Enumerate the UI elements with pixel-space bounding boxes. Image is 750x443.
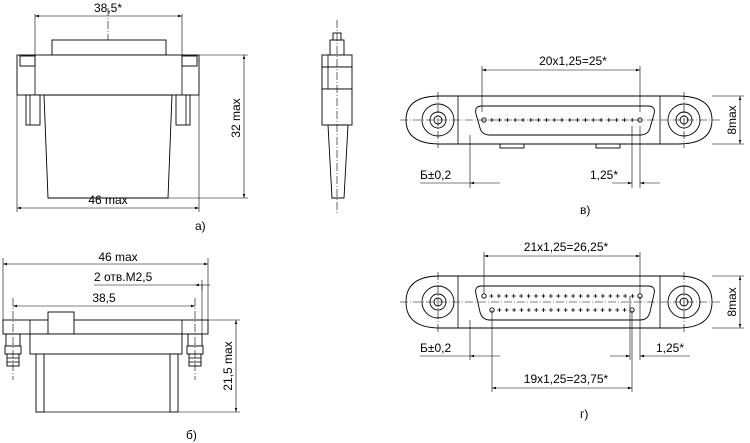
view-a-latch-left: [25, 94, 41, 126]
view-a-shell: [43, 94, 173, 199]
view-g-top-pin: [578, 294, 583, 298]
view-g-top-pin: [519, 294, 524, 298]
view-v-pin: [630, 118, 635, 122]
view-a-flange: [16, 54, 200, 96]
view-g-pin-pitch-label: 1,25*: [656, 341, 684, 355]
view-g-top-pin: [600, 294, 605, 298]
view-b-height-label: 21,5 max: [221, 341, 235, 390]
view-g-contact-field: [475, 285, 655, 321]
view-g-bottom-pin: [571, 308, 576, 312]
view-g-top-pin: [511, 294, 516, 298]
view-g-bottom-pin: [504, 308, 509, 312]
view-a-front: 38,5* 46 max 32 max а): [16, 1, 248, 233]
view-g-top-pin: [615, 294, 620, 298]
view-g-height-label: 8max: [725, 287, 739, 316]
view-a-width-label: 38,5*: [94, 1, 122, 15]
view-g-top-pin: [481, 293, 487, 299]
view-v-pin: [513, 118, 518, 122]
view-g-top-pin: [541, 294, 546, 298]
view-v-face: 20x1,25=25* Б±0,2 1,25* 8max в): [400, 54, 744, 217]
view-a-latch-right: [175, 94, 191, 126]
view-g-top-pin: [556, 294, 561, 298]
view-g-pin-row-bottom: [489, 307, 635, 313]
view-g-bottom-pin: [622, 308, 627, 312]
view-g-bottom-pin: [615, 308, 620, 312]
view-b-top: 46 max 2 отв.М2,5 38,5 21,5 max б): [2, 250, 240, 442]
view-g-bottom-pin: [563, 308, 568, 312]
view-b-flange: [2, 319, 209, 335]
view-g-top-pin: [593, 294, 598, 298]
view-g-tolerance-label: Б±0,2: [420, 341, 451, 355]
view-g-bottom-pin: [519, 308, 524, 312]
view-g-top-pin: [623, 294, 628, 298]
view-a-plug-top: [51, 39, 167, 56]
view-g-top-pin: [586, 294, 590, 298]
view-g-bottom-pin: [600, 308, 605, 312]
view-g-bottom-pin: [578, 308, 583, 312]
view-g-bottom-pin: [526, 308, 531, 312]
view-g-top-pin: [534, 294, 538, 298]
view-g-bottom-pin: [497, 308, 502, 312]
view-g-bottom-pin: [548, 308, 553, 312]
view-g-top-pin: [630, 294, 635, 298]
view-v-pin-pitch-label: 1,25*: [590, 168, 618, 182]
view-g-caption: г): [580, 407, 588, 421]
view-v-height-label: 8max: [725, 105, 739, 134]
view-g-top-pin: [563, 294, 568, 298]
view-g-top-pin: [526, 294, 531, 298]
view-b-pitch-label: 38,5: [92, 291, 116, 305]
view-g-top-pin: [489, 294, 494, 298]
view-g-top-pin: [504, 294, 509, 298]
view-b-caption: б): [186, 428, 197, 442]
view-g-bottom-pin: [556, 308, 561, 312]
view-g-top-pin: [571, 294, 576, 298]
view-side: [321, 20, 353, 215]
view-g-bottom-pin: [607, 308, 612, 312]
view-v-pin: [552, 118, 557, 122]
view-v-pin-span-label: 20x1,25=25*: [539, 54, 607, 68]
view-a-bottom-label: 46 max: [88, 193, 127, 207]
view-a-caption: а): [195, 219, 206, 233]
view-b-overall-label: 46 max: [98, 250, 137, 264]
view-g-bottom-pin: [534, 308, 539, 312]
view-g-bottom-pin: [541, 308, 546, 312]
view-g-bottom-pin: [593, 308, 598, 312]
view-b-holes-label: 2 отв.М2,5: [94, 270, 153, 284]
view-g-bottom-pin: [512, 308, 517, 312]
view-v-caption: в): [580, 203, 590, 217]
view-g-top-pin: [496, 294, 501, 298]
view-a-height-label: 32 max: [229, 98, 243, 137]
view-v-pin: [591, 118, 596, 122]
view-v-contact-field: [475, 105, 655, 136]
view-g-top-pin: [548, 294, 553, 298]
view-g-bottom-row-label: 19x1,25=23,75*: [524, 372, 609, 386]
view-g-top-row-label: 21x1,25=26,25*: [524, 240, 609, 254]
view-v-tolerance-label: Б±0,2: [420, 168, 451, 182]
view-g-top-pin: [608, 294, 613, 298]
view-g-bottom-pin: [585, 308, 590, 312]
view-g-face: 21x1,25=26,25* Б±0,2 1,25* 19x1,25=23,75…: [400, 240, 744, 421]
